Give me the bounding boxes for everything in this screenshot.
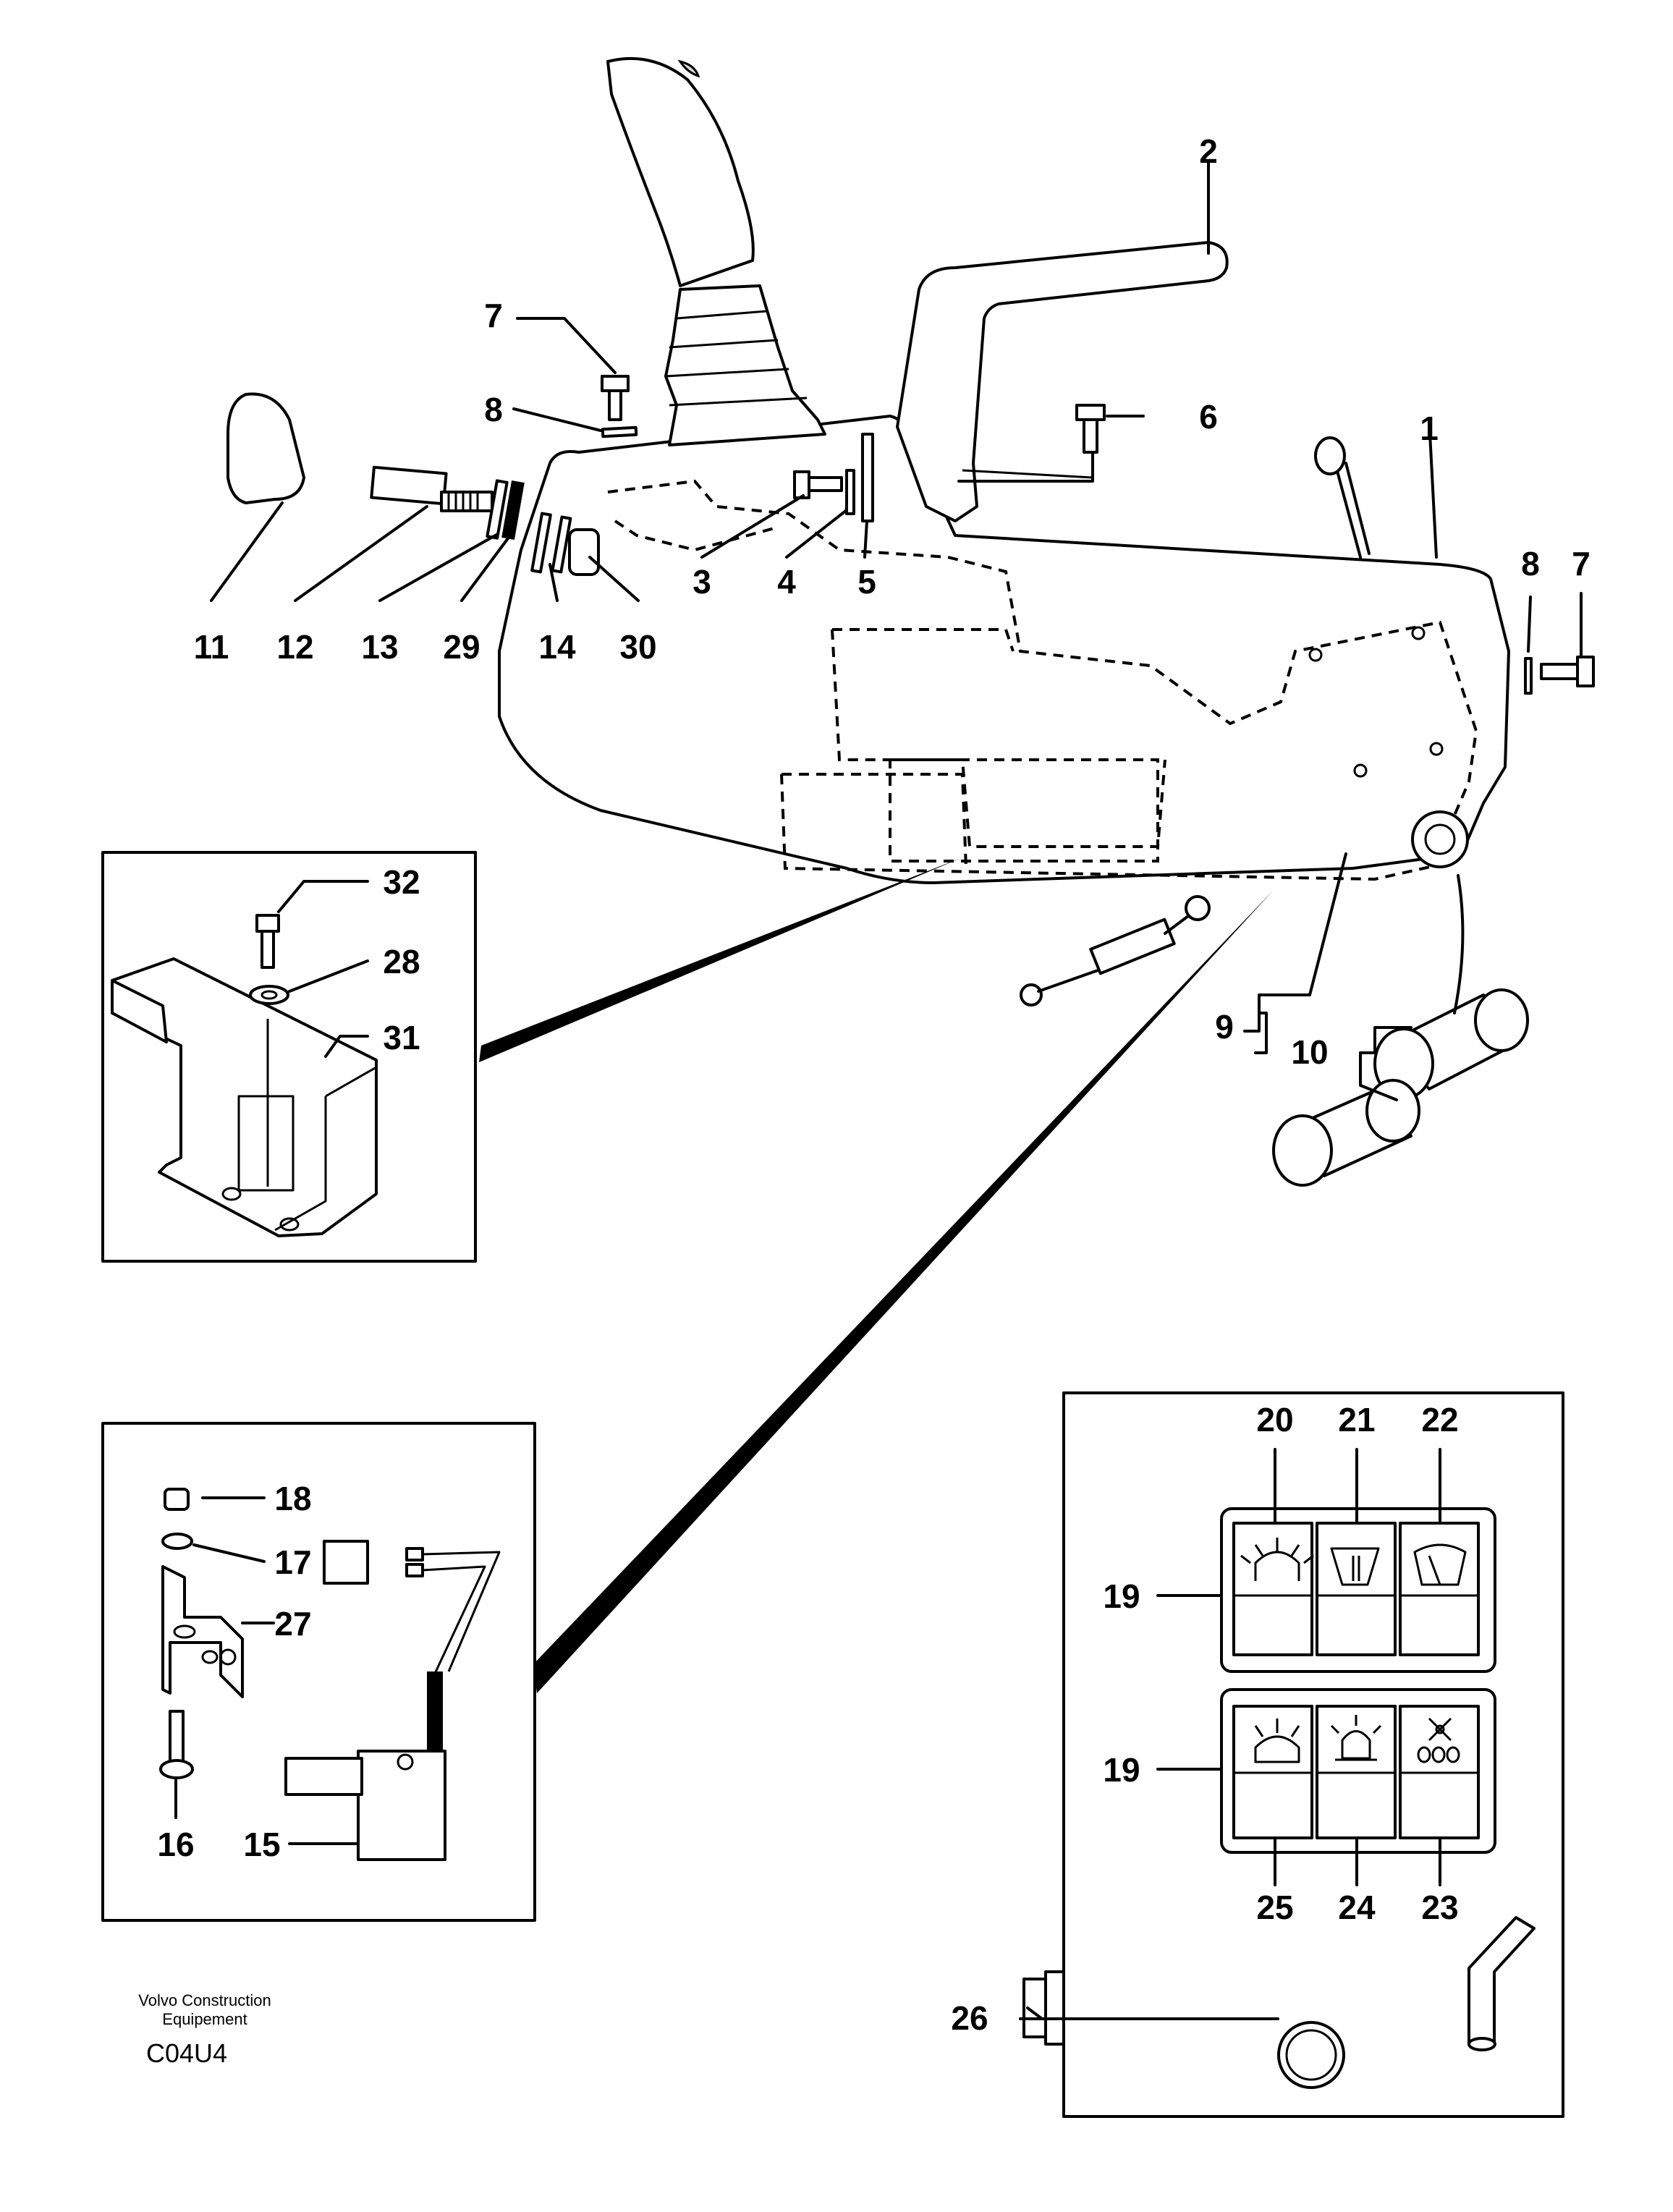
part-label-24: 24 [1338, 1889, 1376, 1926]
part-label-19-lower: 19 [1103, 1751, 1140, 1789]
work-light-icon [1240, 1538, 1314, 1581]
part-label-11: 11 [194, 628, 229, 666]
part-label-31: 31 [383, 1019, 420, 1056]
control-console [498, 415, 1510, 1007]
footer: Volvo Construction Equipement C04U4 [138, 1991, 271, 2068]
pivot-bushing [1411, 810, 1469, 868]
part-label-17: 17 [274, 1543, 311, 1581]
part-label-29: 29 [443, 628, 480, 666]
part-label-1: 1 [1420, 410, 1439, 447]
part-label-26: 26 [951, 1999, 988, 2037]
part-label-23: 23 [1421, 1889, 1458, 1926]
callout-beam-upper [479, 857, 962, 1062]
part-label-18: 18 [274, 1480, 311, 1517]
armrest-handle [896, 241, 1229, 522]
washer-17 [161, 1533, 193, 1550]
part-label-27: 27 [274, 1605, 311, 1643]
part-label-12: 12 [276, 628, 313, 666]
part-label-4: 4 [777, 563, 796, 601]
part-label-5: 5 [857, 563, 876, 601]
part-label-21: 21 [1338, 1401, 1375, 1438]
joystick [606, 56, 826, 446]
part-label-6: 6 [1199, 398, 1218, 436]
inset-switch [101, 1422, 536, 1922]
inset-bracket [101, 851, 477, 1263]
part-label-25: 25 [1256, 1889, 1293, 1926]
part-label-10: 10 [1291, 1033, 1328, 1071]
part-label-7-top: 7 [484, 297, 503, 334]
part-label-2: 2 [1199, 132, 1218, 170]
part-label-13: 13 [361, 628, 398, 666]
leader-lines [210, 161, 1583, 1693]
bracket-27 [161, 1565, 244, 1698]
part-label-16: 16 [157, 1826, 194, 1863]
part-label-32: 32 [383, 863, 420, 901]
part-label-30: 30 [619, 628, 656, 666]
part-label-9: 9 [1215, 1008, 1234, 1046]
part-labels: 1 2 3 4 5 6 7 7 8 8 9 10 11 12 13 29 14 … [157, 132, 1590, 2037]
bolt-top-left [601, 375, 638, 438]
joystick-boot [664, 284, 826, 446]
manufacturer-line-1: Volvo Construction [138, 1991, 271, 2009]
part-label-8-right: 8 [1521, 545, 1540, 582]
gas-strut [1020, 895, 1211, 1007]
seal [501, 480, 525, 540]
bolt-32 [255, 914, 280, 933]
part-label-22: 22 [1421, 1401, 1458, 1438]
part-label-14: 14 [538, 628, 576, 666]
plate-5 [861, 433, 874, 522]
cable [427, 1671, 443, 1758]
nut [568, 528, 600, 576]
nut-18 [164, 1488, 190, 1511]
small-lever [1314, 436, 1371, 559]
side-lever [1467, 1916, 1536, 2051]
inset-switch-panel [1019, 1391, 1564, 2118]
bolt-right [1524, 656, 1595, 695]
bushing-pair [1272, 988, 1529, 1187]
connector [323, 1540, 369, 1585]
drawing-code: C04U4 [146, 2038, 227, 2068]
callout-beam-lower [533, 890, 1274, 1693]
beacon-icon [1330, 1715, 1382, 1761]
socket-26 [1277, 2021, 1345, 2089]
knob [226, 392, 305, 504]
fan-icon [1417, 1717, 1460, 1763]
rear-wiper-icon [1330, 1547, 1380, 1586]
part-label-19-upper: 19 [1103, 1577, 1140, 1615]
front-wiper-icon [1413, 1543, 1467, 1586]
knob-assembly [226, 392, 600, 576]
part-label-20: 20 [1256, 1401, 1293, 1438]
washer-4 [845, 469, 855, 515]
bolt-6 [1075, 404, 1106, 454]
console-body [498, 415, 1510, 884]
floodlight-icon [1254, 1719, 1300, 1763]
part-label-28: 28 [383, 943, 420, 980]
part-label-8-top: 8 [484, 391, 503, 428]
part-label-15: 15 [243, 1826, 280, 1863]
knob-shaft [370, 465, 448, 506]
washer-28 [249, 985, 289, 1005]
bolt-3 [793, 470, 843, 499]
part-label-7-right: 7 [1572, 545, 1591, 582]
screw-16 [169, 1710, 185, 1767]
part-label-3: 3 [693, 563, 711, 601]
manufacturer-line-2: Equipement [162, 2010, 247, 2028]
